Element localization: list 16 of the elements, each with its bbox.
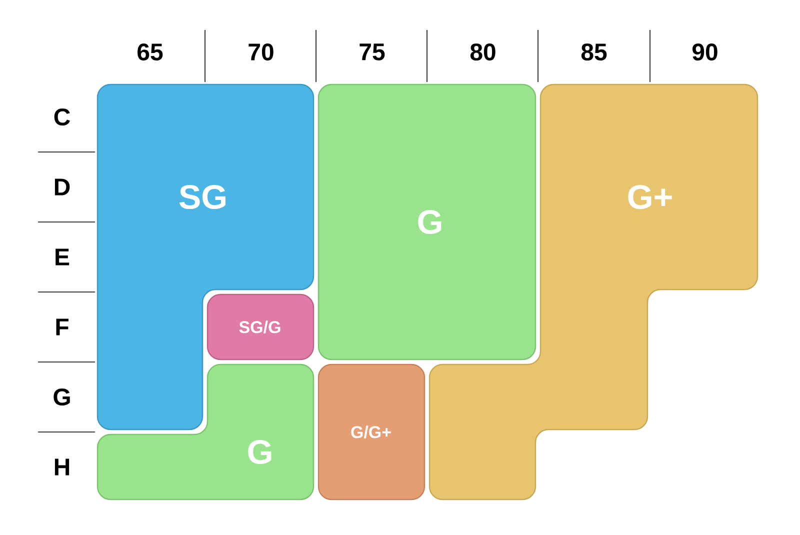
grade-region: SG/G (206, 294, 314, 360)
axis-label: 70 (248, 44, 274, 60)
grade-region: G/G+ (318, 364, 426, 500)
grade-region: G (318, 84, 536, 360)
grade-region: G (96, 364, 314, 500)
axis-label: D (54, 178, 70, 196)
axis-label: C (54, 108, 70, 126)
axis-label: 90 (692, 44, 718, 60)
axis-label: 80 (470, 44, 496, 60)
axis-label: 75 (360, 44, 385, 60)
axis-label: 65 (138, 44, 163, 60)
axis-label: F (56, 318, 68, 336)
axis-label: H (54, 458, 70, 476)
axis-label: G (54, 388, 70, 406)
axis-label: 85 (581, 44, 607, 60)
axis-label: E (56, 248, 70, 266)
